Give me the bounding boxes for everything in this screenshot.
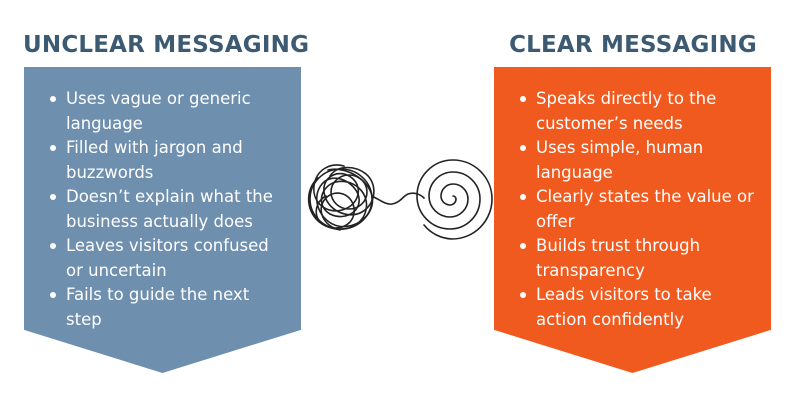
clear-item: Uses simple, human language: [516, 136, 759, 185]
clear-item: Speaks directly to the customer’s needs: [516, 87, 759, 136]
unclear-messaging-title: UNCLEAR MESSAGING: [23, 32, 310, 58]
tangle-to-spiral-illustration: [307, 159, 493, 240]
unclear-item: Fails to guide the next step: [46, 283, 289, 332]
clear-item: Leads visitors to take action confidentl…: [516, 283, 759, 332]
clear-item: Clearly states the value or offer: [516, 185, 759, 234]
unclear-item: Leaves visitors confused or uncertain: [46, 234, 289, 283]
unclear-messaging-list: Uses vague or generic language Filled wi…: [46, 87, 289, 332]
tangled-scribble-icon: [307, 164, 425, 231]
spiral-icon: [416, 159, 493, 240]
unclear-item: Uses vague or generic language: [46, 87, 289, 136]
clear-messaging-list: Speaks directly to the customer’s needs …: [516, 87, 759, 332]
unclear-messaging-panel: Uses vague or generic language Filled wi…: [24, 67, 301, 373]
unclear-item: Doesn’t explain what the business actual…: [46, 185, 289, 234]
clear-item: Builds trust through transparency: [516, 234, 759, 283]
clear-messaging-title: CLEAR MESSAGING: [509, 32, 757, 58]
clear-messaging-panel: Speaks directly to the customer’s needs …: [494, 67, 771, 373]
unclear-item: Filled with jargon and buzzwords: [46, 136, 289, 185]
